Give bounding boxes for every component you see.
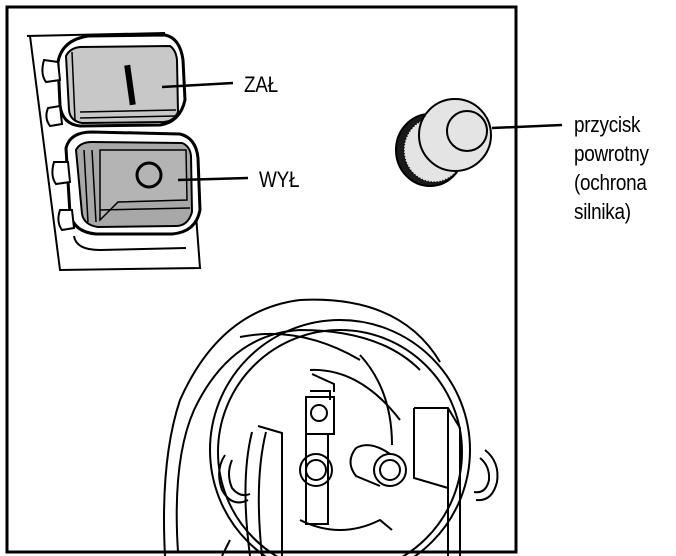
on-symbol-icon bbox=[124, 64, 136, 106]
reset-label-line-3: (ochrona bbox=[574, 170, 647, 195]
reset-label-line-4: silnika) bbox=[574, 199, 631, 224]
off-leader-line bbox=[177, 176, 249, 182]
reset-button[interactable] bbox=[395, 98, 492, 187]
off-label: WYŁ bbox=[259, 167, 300, 192]
power-socket[interactable] bbox=[163, 298, 499, 556]
on-leader-line bbox=[161, 81, 234, 89]
reset-label-line-1: przycisk bbox=[574, 112, 641, 137]
reset-leader-line bbox=[491, 123, 563, 130]
on-label: ZAŁ bbox=[244, 72, 278, 97]
off-symbol-icon bbox=[135, 161, 163, 189]
on-switch[interactable] bbox=[41, 33, 187, 128]
reset-label-line-2: powrotny bbox=[574, 141, 649, 166]
reset-label: przycisk powrotny (ochrona silnika) bbox=[574, 110, 649, 226]
off-switch[interactable] bbox=[51, 130, 202, 252]
